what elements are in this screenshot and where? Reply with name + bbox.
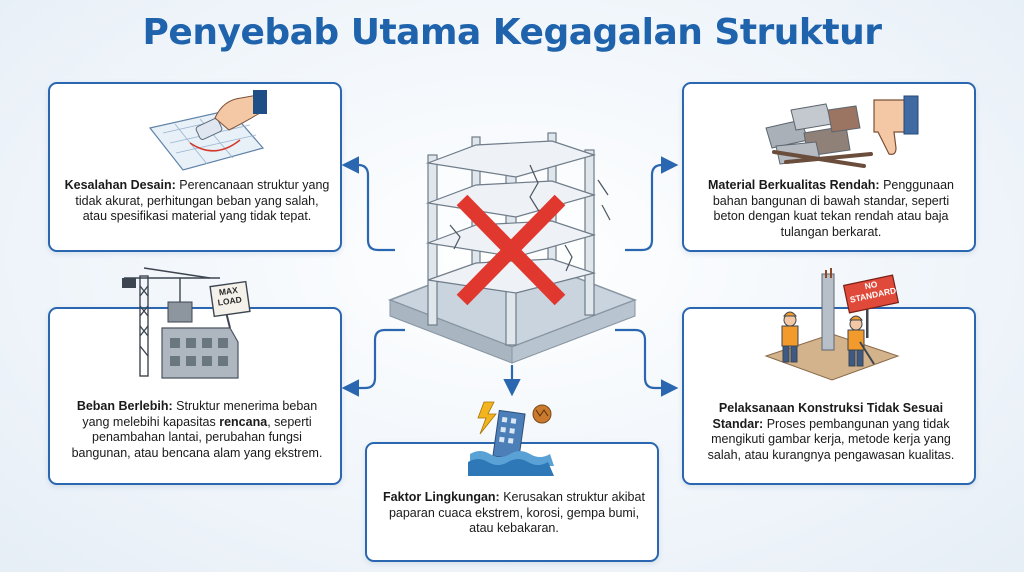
card-design-error: Kesalahan Desain: Perencanaan struktur y… <box>48 82 342 252</box>
design-error-text: Perencanaan struktur yang tidak akurat, … <box>75 178 330 223</box>
material-text: Penggunaan bahan bangunan di bawah stand… <box>712 178 954 239</box>
overload-emphasis: rencana <box>219 414 268 429</box>
arrow-to-material <box>625 156 679 252</box>
construction-heading: Pelaksanaan Konstruksi Tidak Sesuai Stan… <box>712 401 944 431</box>
crane-icon <box>122 267 251 379</box>
failed-building-illustration <box>387 132 638 364</box>
arrow-to-overload <box>341 328 405 397</box>
construction-text: Proses pembangunan yang tidak mengikuti … <box>707 416 955 462</box>
environment-text: Kerusakan struktur akibat paparan cuaca … <box>388 490 645 535</box>
card-environment: Faktor Lingkungan: Kerusakan struktur ak… <box>365 442 659 562</box>
overload-text-2: , seperti penambahan lantai, perubahan f… <box>71 414 323 460</box>
lightning-icon <box>477 401 497 435</box>
environment-heading: Faktor Lingkungan: <box>383 490 500 504</box>
arrow-to-construction <box>615 328 679 397</box>
card-construction: Pelaksanaan Konstruksi Tidak Sesuai Stan… <box>682 307 976 485</box>
overload-heading: Beban Berlebih: <box>76 399 173 413</box>
failure-cross-icon <box>456 194 566 306</box>
material-heading: Material Berkualitas Rendah: <box>708 178 880 192</box>
card-low-quality-material: Material Berkualitas Rendah: Penggunaan … <box>682 82 976 252</box>
broken-material-icon <box>765 95 919 168</box>
flooded-building-icon <box>468 401 554 476</box>
workers-icon <box>764 268 900 381</box>
arrow-to-design-error <box>341 156 395 252</box>
page-title: Penyebab Utama Kegagalan Struktur <box>142 12 882 53</box>
eraser-hand-icon <box>148 90 267 171</box>
thumbs-down-icon <box>873 95 919 155</box>
overload-text-1: Struktur menerima beban yang melebihi ka… <box>82 399 318 429</box>
design-error-heading: Kesalahan Desain: <box>64 178 176 192</box>
